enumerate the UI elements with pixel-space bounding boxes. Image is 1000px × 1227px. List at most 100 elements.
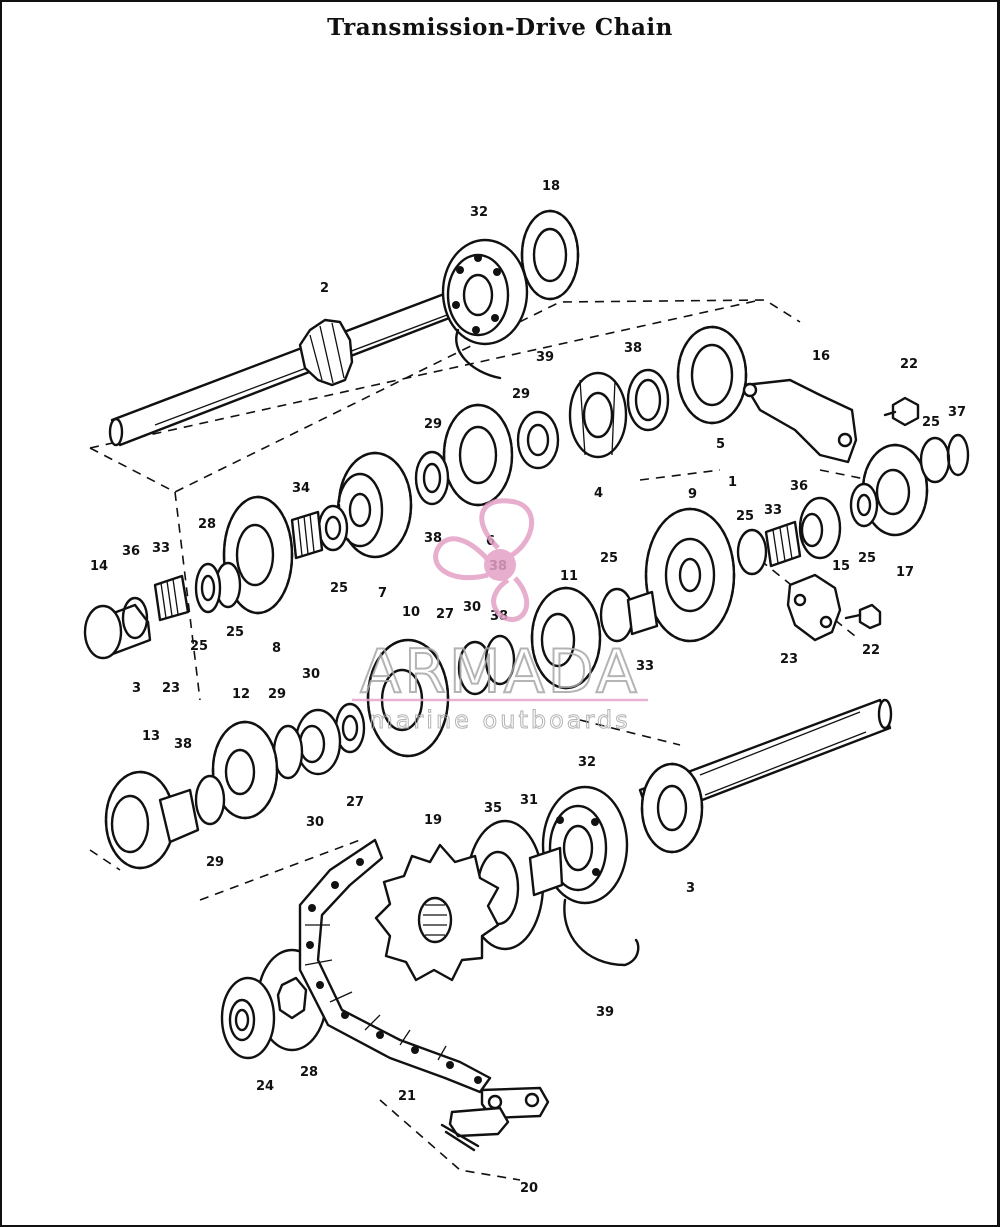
part-label: 37 — [948, 405, 966, 420]
bushing-38-upper — [626, 368, 670, 432]
main-shaft-top — [108, 209, 580, 447]
part-label: 5 — [716, 437, 725, 452]
watermark-brand: ARMADA — [360, 637, 640, 707]
needle-bearing-33-right — [764, 520, 802, 568]
part-label: 25 — [600, 551, 618, 566]
part-label: 24 — [256, 1079, 274, 1094]
part-label: 33 — [636, 659, 654, 674]
part-label: 25 — [736, 509, 754, 524]
part-label: 34 — [292, 481, 310, 496]
part-label: 2 — [320, 281, 329, 296]
part-label: 29 — [424, 417, 442, 432]
washers-27-30-38 — [334, 634, 516, 754]
part-label: 30 — [306, 815, 324, 830]
part-label: 13 — [142, 729, 160, 744]
part-label: 31 — [520, 793, 538, 808]
gear-17 — [861, 443, 929, 537]
watermark: ARMADA marine outboards — [352, 498, 648, 735]
gear-2 — [298, 318, 354, 387]
bushing-36-cap-14 — [83, 596, 152, 660]
gear-12 — [211, 720, 279, 820]
needle-bearing-33-left — [153, 574, 190, 622]
part-label: 11 — [560, 569, 578, 584]
part-label: 23 — [162, 681, 180, 696]
plate-15 — [786, 573, 842, 642]
washer-25-9 — [736, 528, 768, 576]
part-label: 27 — [346, 795, 364, 810]
part-label: 12 — [232, 687, 250, 702]
circlip-39-lower — [563, 898, 640, 967]
circlip-37 — [946, 433, 970, 477]
gear-10 — [366, 638, 450, 758]
washers-25-28-left — [194, 561, 242, 614]
part-label: 10 — [402, 605, 420, 620]
gear-6 — [442, 403, 514, 507]
part-label: 30 — [302, 667, 320, 682]
watermark-tagline: marine outboards — [369, 706, 630, 734]
gear-11 — [530, 586, 602, 690]
part-label: 1 — [728, 475, 737, 490]
master-link-20 — [440, 1086, 550, 1152]
sprocket-19 — [374, 843, 500, 982]
part-label: 3 — [132, 681, 141, 696]
needle-bearing-34 — [290, 510, 324, 560]
washer-29-38-left — [414, 450, 450, 506]
part-label: 29 — [512, 387, 530, 402]
part-label: 4 — [594, 486, 603, 501]
part-label: 21 — [398, 1089, 416, 1104]
part-label: 25 — [330, 581, 348, 596]
gear-18 — [520, 209, 580, 301]
part-label: 3 — [686, 881, 695, 896]
washer-29-mid — [516, 410, 560, 470]
part-label: 28 — [300, 1065, 318, 1080]
gear-5 — [676, 325, 748, 425]
gear-4 — [568, 371, 628, 459]
washer-25-11 — [599, 587, 635, 643]
part-label: 27 — [436, 607, 454, 622]
part-labels: 18 32 2 39 29 38 16 22 25 37 29 38 6 5 4… — [90, 179, 966, 1196]
gear-9 — [644, 507, 736, 643]
part-label: 28 — [198, 517, 216, 532]
propeller-logo-icon — [433, 498, 534, 622]
washer-25-lower-right — [849, 482, 879, 528]
part-label: 22 — [900, 357, 918, 372]
part-label: 32 — [578, 755, 596, 770]
part-label: 39 — [536, 350, 554, 365]
part-label: 25 — [226, 625, 244, 640]
part-label: 23 — [780, 652, 798, 667]
part-label: 8 — [272, 641, 281, 656]
bolt-22-top — [883, 396, 920, 427]
bolt-22-lower — [844, 603, 882, 630]
part-label: 22 — [862, 643, 880, 658]
gear-7 — [336, 451, 413, 559]
part-label: 9 — [688, 487, 697, 502]
part-label: 25 — [190, 639, 208, 654]
drive-shaft-3 — [638, 698, 893, 854]
part-label: 14 — [90, 559, 108, 574]
part-label: 38 — [424, 531, 442, 546]
part-label: 33 — [764, 503, 782, 518]
washer-25-right — [919, 436, 951, 484]
circlip-39-top — [455, 328, 502, 380]
part-label: 36 — [790, 479, 808, 494]
part-label: 16 — [812, 349, 830, 364]
diagram-title: Transmission-Drive Chain — [327, 14, 673, 41]
part-label: 39 — [596, 1005, 614, 1020]
shift-plate-16 — [742, 378, 858, 464]
part-label: 32 — [470, 205, 488, 220]
part-label: 29 — [268, 687, 286, 702]
bushing-38-30-mid — [272, 708, 342, 780]
part-label: 17 — [896, 565, 914, 580]
part-label: 38 — [174, 737, 192, 752]
drive-chain-21 — [298, 838, 492, 1094]
part-label: 33 — [152, 541, 170, 556]
part-label: 29 — [206, 855, 224, 870]
needle-bearing-33-mid — [626, 590, 659, 636]
part-label: 7 — [378, 586, 387, 601]
bushing-36-right — [798, 496, 842, 560]
part-label: 15 — [832, 559, 850, 574]
gear-13 — [104, 770, 200, 870]
part-label: 35 — [484, 801, 502, 816]
part-label: 25 — [922, 415, 940, 430]
part-label: 18 — [542, 179, 560, 194]
